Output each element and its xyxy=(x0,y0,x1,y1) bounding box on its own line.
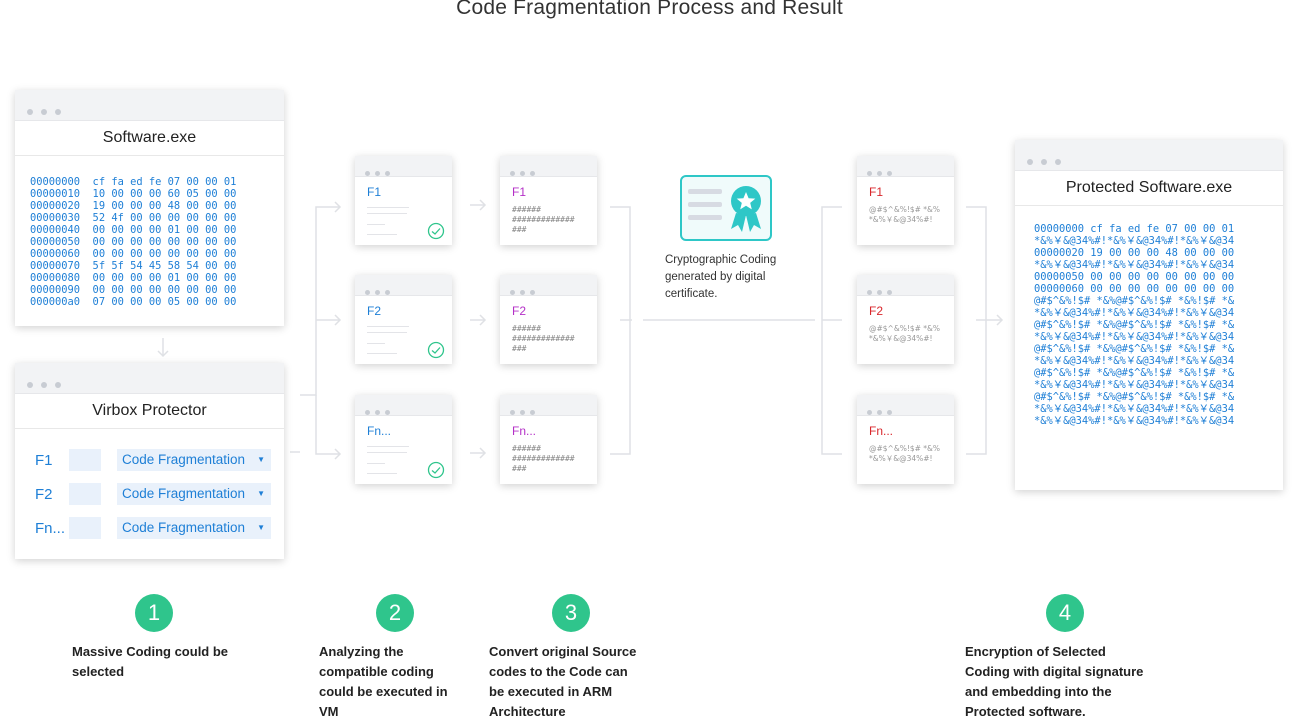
hex-line: 00000000 cf fa ed fe 07 00 00 01 xyxy=(1034,223,1235,235)
encrypted-label: F1 xyxy=(869,185,884,199)
hex-line: 00000090 00 00 00 00 00 00 00 00 xyxy=(30,284,237,296)
hex-line: 00000050 00 00 00 00 00 00 00 00 xyxy=(30,236,237,248)
check-circle-icon xyxy=(427,222,445,240)
hex-line: 00000040 00 00 00 00 01 00 00 00 xyxy=(30,224,237,236)
select-value: Code Fragmentation xyxy=(122,520,246,535)
analysis-window-f1: F1 xyxy=(355,156,452,245)
converted-code: ###### ############# ### xyxy=(512,205,575,234)
encrypted-window-fn: Fn... @#$^&%!$# *&% *&%￥&@34%#! xyxy=(857,395,954,484)
hex-line: @#$^&%!$# *&%@#$^&%!$# *&%!$# *& xyxy=(1034,391,1235,403)
hex-line: 00000080 00 00 00 00 01 00 00 00 xyxy=(30,272,237,284)
hex-line: @#$^&%!$# *&%@#$^&%!$# *&%!$# *& xyxy=(1034,343,1235,355)
step-2-text: Analyzing the compatible coding could be… xyxy=(319,644,448,719)
step-1-badge: 1 xyxy=(135,594,173,632)
caret-down-icon: ▼ xyxy=(257,455,265,464)
fragmentation-select-f1[interactable]: Code Fragmentation ▼ xyxy=(117,449,271,471)
analysis-label: F2 xyxy=(367,304,382,318)
hex-line: 00000030 52 4f 00 00 00 00 00 00 xyxy=(30,212,237,224)
window-titlebar xyxy=(1015,140,1283,171)
hex-line: *&%￥&@34%#!*&%￥&@34%#!*&%￥&@34 xyxy=(1034,259,1235,271)
fragment-label-f2: F2 xyxy=(35,486,53,503)
protected-software-window: Protected Software.exe 00000000 cf fa ed… xyxy=(1015,140,1283,490)
analysis-label: F1 xyxy=(367,185,382,199)
step-3-badge: 3 xyxy=(552,594,590,632)
hex-line: @#$^&%!$# *&%@#$^&%!$# *&%!$# *& xyxy=(1034,319,1235,331)
analysis-window-f2: F2 xyxy=(355,275,452,364)
fragmentation-select-f2[interactable]: Code Fragmentation ▼ xyxy=(117,483,271,505)
convert-label: Fn... xyxy=(512,424,537,438)
fragment-label-fn: Fn... xyxy=(35,520,66,537)
check-circle-icon xyxy=(427,461,445,479)
hex-line: 00000050 00 00 00 00 00 00 00 00 xyxy=(1034,271,1235,283)
select-value: Code Fragmentation xyxy=(122,486,246,501)
hex-line: *&%￥&@34%#!*&%￥&@34%#!*&%￥&@34 xyxy=(1034,415,1235,427)
hex-line: 00000070 5f 5f 54 45 58 54 00 00 xyxy=(30,260,237,272)
encrypted-window-f2: F2 @#$^&%!$# *&% *&%￥&@34%#! xyxy=(857,275,954,364)
encrypted-code: @#$^&%!$# *&% *&%￥&@34%#! xyxy=(869,444,940,463)
hex-line: *&%￥&@34%#!*&%￥&@34%#!*&%￥&@34 xyxy=(1034,331,1235,343)
convert-window-f2: F2 ###### ############# ### xyxy=(500,275,597,364)
hex-line: 000000a0 07 00 00 00 05 00 00 00 xyxy=(30,296,237,308)
caret-down-icon: ▼ xyxy=(257,523,265,532)
hex-line: @#$^&%!$# *&%@#$^&%!$# *&%!$# *& xyxy=(1034,367,1235,379)
certificate-caption: Cryptographic Coding generated by digita… xyxy=(665,254,777,300)
encrypted-code: @#$^&%!$# *&% *&%￥&@34%#! xyxy=(869,324,940,343)
step-4-badge: 4 xyxy=(1046,594,1084,632)
converted-code: ###### ############# ### xyxy=(512,324,575,353)
software-window-title: Software.exe xyxy=(15,121,284,156)
hex-line: @#$^&%!$# *&%@#$^&%!$# *&%!$# *& xyxy=(1034,295,1235,307)
step-2-badge: 2 xyxy=(376,594,414,632)
fragmentation-select-fn[interactable]: Code Fragmentation ▼ xyxy=(117,517,271,539)
hex-line: 00000060 00 00 00 00 00 00 00 00 xyxy=(1034,283,1235,295)
select-value: Code Fragmentation xyxy=(122,452,246,467)
step-4-text: Encryption of Selected Coding with digit… xyxy=(965,644,1144,719)
fragment-checkbox[interactable] xyxy=(69,483,101,505)
hex-line: *&%￥&@34%#!*&%￥&@34%#!*&%￥&@34 xyxy=(1034,307,1235,319)
fragment-checkbox[interactable] xyxy=(69,449,101,471)
certificate-icon xyxy=(680,175,772,241)
protector-window-title: Virbox Protector xyxy=(15,394,284,429)
convert-window-f1: F1 ###### ############# ### xyxy=(500,156,597,245)
convert-label: F1 xyxy=(512,185,527,199)
protected-window-title: Protected Software.exe xyxy=(1015,171,1283,206)
hex-line: *&%￥&@34%#!*&%￥&@34%#!*&%￥&@34 xyxy=(1034,403,1235,415)
hex-line: 00000020 19 00 00 00 48 00 00 00 xyxy=(30,200,237,212)
converted-code: ###### ############# ### xyxy=(512,444,575,473)
convert-label: F2 xyxy=(512,304,527,318)
encrypted-window-f1: F1 @#$^&%!$# *&% *&%￥&@34%#! xyxy=(857,156,954,245)
hex-line: *&%￥&@34%#!*&%￥&@34%#!*&%￥&@34 xyxy=(1034,235,1235,247)
fragment-checkbox[interactable] xyxy=(69,517,101,539)
encrypted-label: Fn... xyxy=(869,424,894,438)
page-title: Code Fragmentation Process and Result xyxy=(456,0,843,19)
hex-line: 00000060 00 00 00 00 00 00 00 00 xyxy=(30,248,237,260)
analysis-label: Fn... xyxy=(367,424,392,438)
hex-line: *&%￥&@34%#!*&%￥&@34%#!*&%￥&@34 xyxy=(1034,379,1235,391)
encrypted-label: F2 xyxy=(869,304,884,318)
analysis-window-fn: Fn... xyxy=(355,395,452,484)
caret-down-icon: ▼ xyxy=(257,489,265,498)
hex-line: 00000020 19 00 00 00 48 00 00 00 xyxy=(1034,247,1235,259)
protector-window: Virbox Protector F1 Code Fragmentation▼ … xyxy=(15,363,284,559)
window-titlebar xyxy=(15,90,284,121)
protected-hex-dump: 00000000 cf fa ed fe 07 00 00 01 *&%￥&@3… xyxy=(1034,223,1234,427)
check-circle-icon xyxy=(427,341,445,359)
software-hex-dump: 00000000 cf fa ed fe 07 00 00 01 0000001… xyxy=(30,176,236,308)
software-window: Software.exe 00000000 cf fa ed fe 07 00 … xyxy=(15,90,284,326)
convert-window-fn: Fn... ###### ############# ### xyxy=(500,395,597,484)
step-1-text: Massive Coding could be selected xyxy=(72,644,229,679)
fragment-label-f1: F1 xyxy=(35,452,53,469)
hex-line: *&%￥&@34%#!*&%￥&@34%#!*&%￥&@34 xyxy=(1034,355,1235,367)
window-titlebar xyxy=(15,363,284,394)
hex-line: 00000010 10 00 00 00 60 05 00 00 xyxy=(30,188,237,200)
step-3-text: Convert original Source codes to the Cod… xyxy=(489,644,637,719)
encrypted-code: @#$^&%!$# *&% *&%￥&@34%#! xyxy=(869,205,940,224)
hex-line: 00000000 cf fa ed fe 07 00 00 01 xyxy=(30,176,237,188)
